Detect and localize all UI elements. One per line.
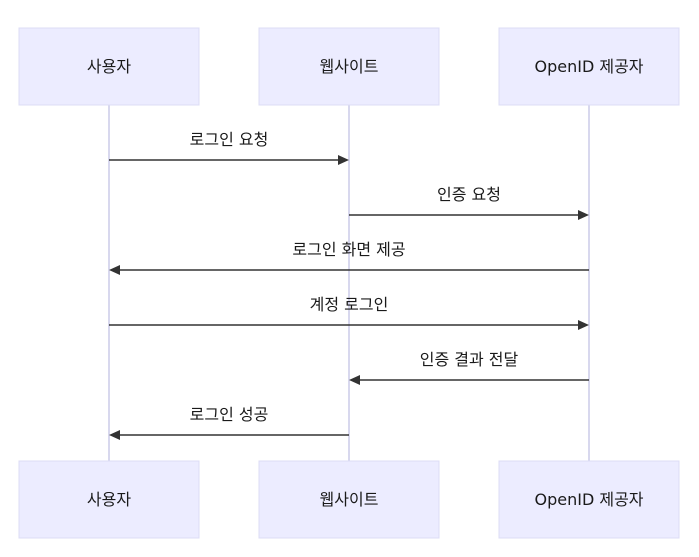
actors-top: 사용자 웹사이트 OpenID 제공자 xyxy=(18,27,680,106)
actor-box xyxy=(258,460,440,539)
message-label: 인증 요청 xyxy=(437,185,501,204)
message-3: 로그인 화면 제공 xyxy=(109,240,589,275)
actor-user-bottom: 사용자 xyxy=(18,460,200,539)
lifelines xyxy=(108,105,590,461)
actor-label: 웹사이트 xyxy=(320,490,379,509)
actor-label: 사용자 xyxy=(87,490,131,509)
message-label: 계정 로그인 xyxy=(310,295,389,314)
arrowhead-icon xyxy=(578,210,589,220)
message-1: 로그인 요청 xyxy=(109,130,349,165)
actor-openid-bottom: OpenID 제공자 xyxy=(498,460,680,539)
message-5: 인증 결과 전달 xyxy=(349,350,589,385)
arrowhead-icon xyxy=(578,320,589,330)
actors-bottom: 사용자 웹사이트 OpenID 제공자 xyxy=(18,460,680,539)
actor-box xyxy=(18,27,200,106)
arrowhead-icon xyxy=(109,265,120,275)
actor-label: 사용자 xyxy=(87,57,131,76)
message-label: 인증 결과 전달 xyxy=(420,350,519,369)
actor-openid-top: OpenID 제공자 xyxy=(498,27,680,106)
message-4: 계정 로그인 xyxy=(109,295,589,330)
actor-box xyxy=(258,27,440,106)
actor-label: OpenID 제공자 xyxy=(534,490,643,509)
actor-website-top: 웹사이트 xyxy=(258,27,440,106)
arrowhead-icon xyxy=(338,155,349,165)
actor-box xyxy=(498,27,680,106)
arrowhead-icon xyxy=(109,430,120,440)
actor-box xyxy=(498,460,680,539)
actor-box xyxy=(18,460,200,539)
message-label: 로그인 화면 제공 xyxy=(292,240,405,259)
actor-user-top: 사용자 xyxy=(18,27,200,106)
message-6: 로그인 성공 xyxy=(109,405,349,440)
arrowhead-icon xyxy=(349,375,360,385)
message-label: 로그인 성공 xyxy=(190,405,269,424)
message-2: 인증 요청 xyxy=(349,185,589,220)
actor-label: 웹사이트 xyxy=(320,57,379,76)
actor-label: OpenID 제공자 xyxy=(534,57,643,76)
message-label: 로그인 요청 xyxy=(190,130,269,149)
actor-website-bottom: 웹사이트 xyxy=(258,460,440,539)
